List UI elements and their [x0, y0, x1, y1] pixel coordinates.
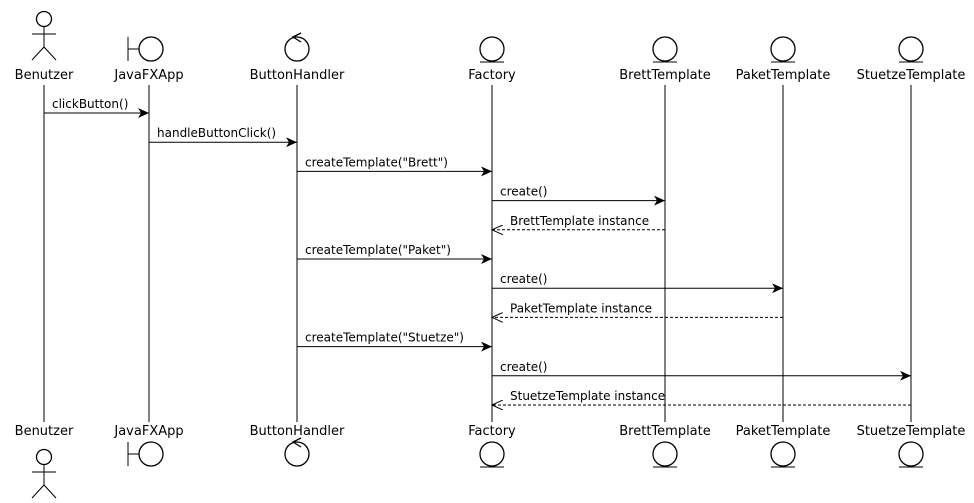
message-label: BrettTemplate instance [510, 214, 649, 228]
message-label: createTemplate("Stuetze") [305, 331, 464, 345]
control-figure-buttonhandler-icon [284, 32, 310, 62]
entity-figure-bretttemplate-icon [652, 441, 678, 468]
participants-bottom: Benutzer JavaFXApp ButtonHandler Factory Bre… [15, 424, 966, 499]
participant-label-bottom-javafxapp: JavaFXApp [113, 424, 183, 439]
participant-label-top-factory: Factory [468, 68, 516, 83]
message-label: handleButtonClick() [157, 126, 276, 140]
message-label: create() [500, 272, 547, 286]
participant-label-bottom-benutzer: Benutzer [15, 424, 74, 439]
participant-label-top-stuetzetemplate: StuetzeTemplate [857, 68, 966, 83]
participant-label-bottom-pakettemplate: PaketTemplate [736, 424, 831, 439]
entity-figure-factory-icon [479, 441, 505, 468]
entity-figure-pakettemplate-icon [770, 441, 796, 468]
participant-label-top-javafxapp: JavaFXApp [113, 68, 183, 83]
participant-label-bottom-bretttemplate: BrettTemplate [619, 424, 711, 439]
entity-figure-pakettemplate-icon [770, 36, 796, 63]
boundary-figure-javafxapp-icon [127, 36, 164, 62]
participant-label-top-pakettemplate: PaketTemplate [736, 68, 831, 83]
participant-label-top-bretttemplate: BrettTemplate [619, 68, 711, 83]
participant-label-bottom-stuetzetemplate: StuetzeTemplate [857, 424, 966, 439]
participant-label-top-buttonhandler: ButtonHandler [250, 68, 345, 83]
participants-top: Benutzer JavaFXApp ButtonHandler Factory Bre… [15, 10, 966, 83]
lifelines [43, 85, 912, 422]
message-label: createTemplate("Paket") [305, 243, 451, 257]
messages: clickButton() handleButtonClick() createTe… [44, 97, 911, 405]
entity-figure-factory-icon [479, 36, 505, 63]
message-label: StuetzeTemplate instance [510, 389, 665, 403]
message-label: createTemplate("Brett") [305, 155, 448, 169]
message-label: clickButton() [52, 97, 128, 111]
participant-label-bottom-factory: Factory [468, 424, 516, 439]
boundary-figure-javafxapp-icon [127, 441, 164, 467]
control-figure-buttonhandler-icon [284, 437, 310, 467]
actor-figure-benutzer-icon [31, 448, 57, 499]
message-label: create() [500, 185, 547, 199]
entity-figure-stuetzetemplate-icon [898, 36, 924, 63]
message-label: PaketTemplate instance [510, 301, 652, 315]
participant-label-bottom-buttonhandler: ButtonHandler [250, 424, 345, 439]
message-label: create() [500, 360, 547, 374]
entity-figure-stuetzetemplate-icon [898, 441, 924, 468]
participant-label-top-benutzer: Benutzer [15, 68, 74, 83]
actor-figure-benutzer-icon [31, 10, 57, 61]
entity-figure-bretttemplate-icon [652, 36, 678, 63]
